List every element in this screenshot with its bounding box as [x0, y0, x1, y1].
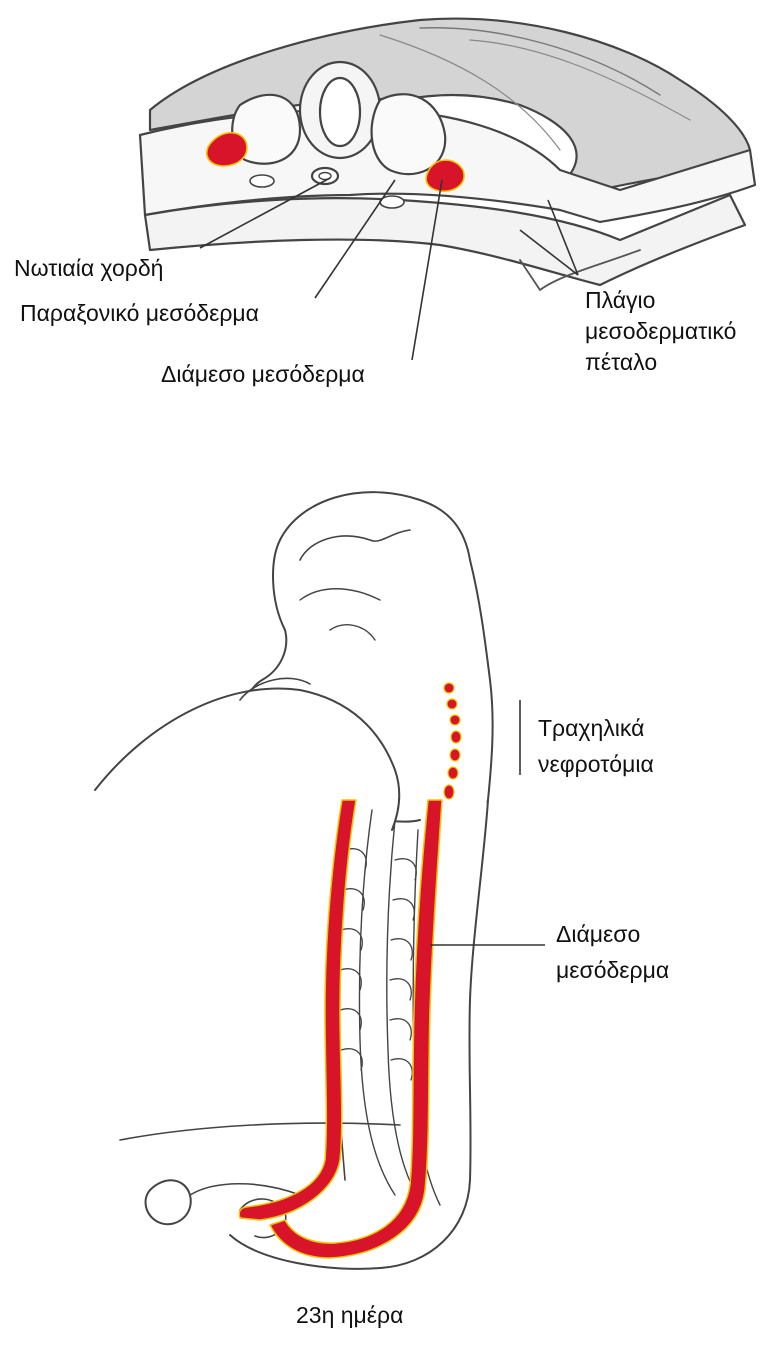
label-intermediate-mesoderm-bottom: Διάμεσο μεσόδερμα: [556, 916, 669, 988]
label-paraxial-mesoderm: Παραξονικό μεσόδερμα: [20, 298, 259, 328]
embryo-day23-illustration: [95, 492, 493, 1269]
cross-section-illustration: [140, 19, 755, 290]
embryo-trunk: [230, 800, 488, 1269]
label-intermediate-bottom-line1: Διάμεσο: [556, 916, 669, 952]
label-intermediate-bottom-line2: μεσόδερμα: [556, 952, 669, 988]
label-lateral-plate: Πλάγιο μεσοδερματικό πέταλο: [585, 285, 736, 378]
intermediate-mesoderm-right: [426, 160, 464, 191]
caption-day: 23η ημέρα: [296, 1300, 403, 1330]
label-lateral-plate-line2: μεσοδερματικό: [585, 316, 736, 347]
tail-region: [146, 1180, 191, 1224]
label-cervical-line2: νεφροτόμια: [538, 746, 654, 782]
label-notochord: Νωτιαία χορδή: [14, 253, 163, 283]
label-intermediate-mesoderm-top: Διάμεσο μεσόδερμα: [161, 359, 365, 389]
label-cervical-line1: Τραχηλικά: [538, 710, 654, 746]
label-lateral-plate-line3: πέταλο: [585, 347, 736, 378]
label-cervical-nephrotomes: Τραχηλικά νεφροτόμια: [538, 710, 654, 782]
label-lateral-plate-line1: Πλάγιο: [585, 285, 736, 316]
